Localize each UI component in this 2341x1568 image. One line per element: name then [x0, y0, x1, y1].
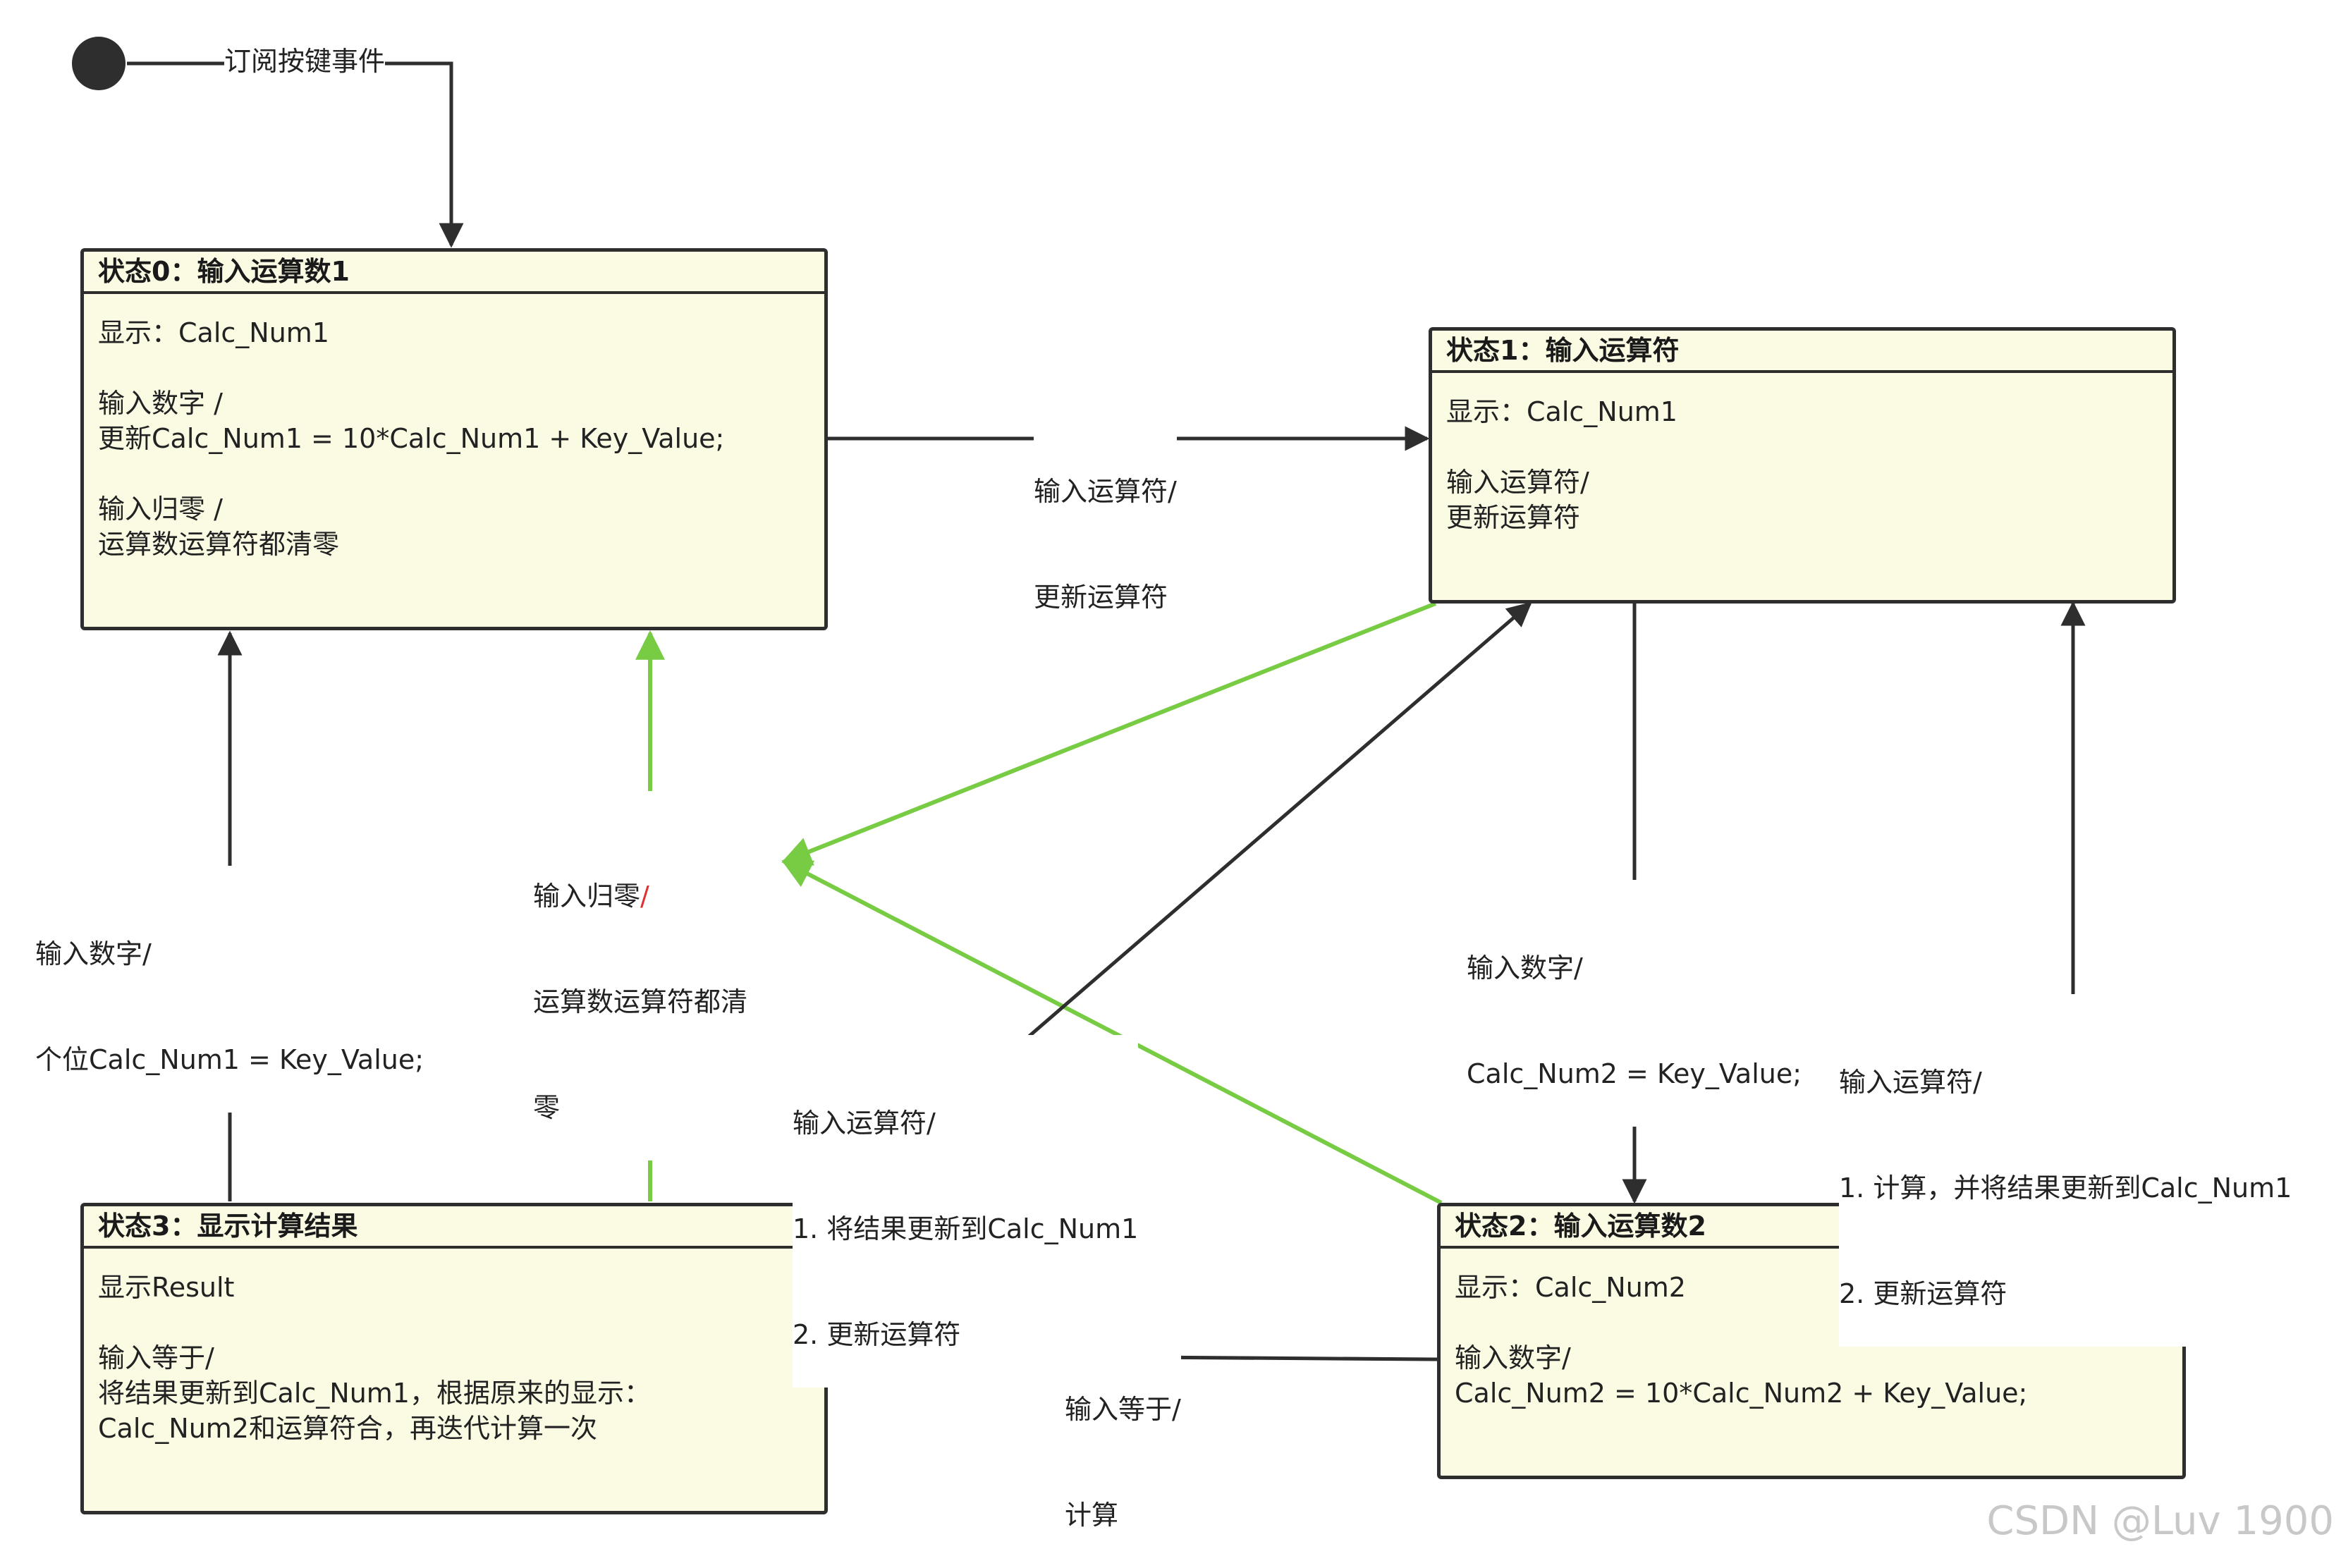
state-1-line [1446, 429, 2158, 465]
label-s3-to-s0: 输入数字/ 个位Calc_Num1 = Key_Value; [35, 866, 424, 1113]
label-line: 2. 更新运算符 [793, 1319, 961, 1350]
label-line: 计算 [1065, 1500, 1119, 1531]
label-s2-to-s3: 输入等于/ 计算 [1065, 1321, 1181, 1568]
label-reset-slash: / [640, 881, 649, 912]
state-0-line: 更新Calc_Num1 = 10*Calc_Num1 + Key_Value; [98, 423, 725, 454]
state-3: 状态3：显示计算结果 显示Result 输入等于/ 将结果更新到Calc_Num… [80, 1203, 828, 1514]
state-1-line: 更新运算符 [1446, 502, 1581, 533]
state-2-body: 显示：Calc_Num2 输入数字/ Calc_Num2 = 10*Calc_N… [1441, 1249, 2182, 1411]
label-line: 个位Calc_Num1 = Key_Value; [35, 1044, 424, 1075]
label-line: Calc_Num2 = Key_Value; [1467, 1058, 1802, 1089]
label-line: 输入运算符/ [793, 1108, 936, 1139]
state-3-line: 显示Result [98, 1272, 235, 1303]
state-1-body: 显示：Calc_Num1 输入运算符/ 更新运算符 [1432, 373, 2172, 535]
label-s2-to-s1: 输入运算符/ 1. 计算，并将结果更新到Calc_Num1 2. 更新运算符 [1839, 994, 2292, 1347]
state-0-line: 显示：Calc_Num1 [98, 317, 329, 348]
state-0-line [98, 350, 810, 386]
label-s1-to-s2: 输入数字/ Calc_Num2 = Key_Value; [1467, 880, 1802, 1127]
state-1-line: 输入运算符/ [1446, 467, 1589, 498]
state-0-title: 状态0：输入运算数1 [84, 252, 824, 294]
label-line: 输入数字/ [1467, 953, 1583, 984]
edge-start-to-s0 [127, 61, 464, 248]
state-2-title: 状态2：输入运算数2 [1441, 1206, 2182, 1249]
label-line: 输入数字/ [35, 938, 152, 969]
label-s0-to-s1: 输入运算符/ 更新运算符 [1034, 403, 1177, 650]
label-s3-to-s1: 输入运算符/ 1. 将结果更新到Calc_Num1 2. 更新运算符 [793, 1035, 1139, 1388]
state-0-line: 输入归零 / [98, 494, 223, 525]
label-reset-text: 输入归零 [533, 881, 641, 912]
watermark: CSDN @Luv 1900 [1986, 1498, 2334, 1544]
state-0-line: 输入数字 / [98, 388, 223, 419]
label-line: 1. 计算，并将结果更新到Calc_Num1 [1839, 1172, 2292, 1203]
initial-node [72, 37, 126, 90]
start-label: 订阅按键事件 [224, 44, 386, 79]
label-line: 零 [533, 1092, 561, 1123]
edge-s1-reset [781, 601, 1437, 866]
state-2-line: 输入数字/ [1455, 1342, 1571, 1373]
state-1-line: 显示：Calc_Num1 [1446, 396, 1677, 427]
state-3-line: 输入等于/ [98, 1342, 214, 1373]
label-line: 1. 将结果更新到Calc_Num1 [793, 1213, 1139, 1244]
state-3-line [98, 1305, 810, 1340]
label-reset: 输入归零/ 运算数运算符都清 零 [533, 808, 748, 1160]
state-3-line: Calc_Num2和运算符合，再迭代计算一次 [98, 1413, 597, 1444]
state-0-line: 运算数运算符都清零 [98, 529, 340, 560]
label-line: 更新运算符 [1034, 582, 1168, 613]
state-3-line: 将结果更新到Calc_Num1，根据原来的显示： [98, 1378, 651, 1409]
label-line: 输入运算符/ [1034, 476, 1177, 507]
state-3-body: 显示Result 输入等于/ 将结果更新到Calc_Num1，根据原来的显示： … [84, 1249, 824, 1446]
state-1-title: 状态1：输入运算符 [1432, 331, 2172, 373]
label-line: 运算数运算符都清 [533, 986, 748, 1017]
label-line: 2. 更新运算符 [1839, 1278, 2007, 1309]
state-2-line: Calc_Num2 = 10*Calc_Num2 + Key_Value; [1455, 1378, 2028, 1409]
state-2-line: 显示：Calc_Num2 [1455, 1272, 1686, 1303]
label-line: 输入运算符/ [1839, 1067, 1982, 1098]
state-0: 状态0：输入运算数1 显示：Calc_Num1 输入数字 / 更新Calc_Nu… [80, 248, 828, 630]
state-0-line [98, 456, 810, 491]
state-0-body: 显示：Calc_Num1 输入数字 / 更新Calc_Num1 = 10*Cal… [84, 294, 824, 562]
state-1: 状态1：输入运算符 显示：Calc_Num1 输入运算符/ 更新运算符 [1429, 327, 2176, 604]
edge-s2-reset [781, 859, 1443, 1205]
label-line: 输入等于/ [1065, 1394, 1181, 1425]
state-3-title: 状态3：显示计算结果 [84, 1206, 824, 1249]
